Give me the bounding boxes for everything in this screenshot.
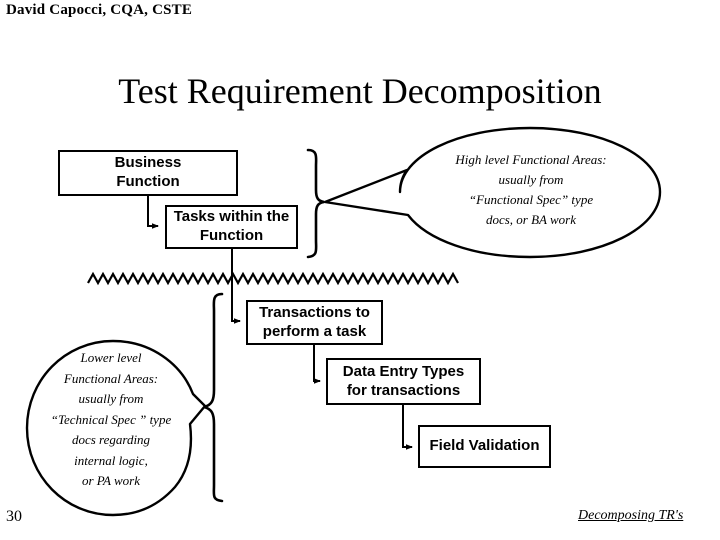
upper-group-brace xyxy=(306,148,325,259)
connector-transactions-to-data-entry xyxy=(313,345,321,384)
connector-tasks-to-transactions xyxy=(231,249,241,324)
callout-lower-level-functional-areas: Lower level Functional Areas: usually fr… xyxy=(50,350,172,489)
author-byline: David Capocci, CQA, CSTE xyxy=(6,2,193,18)
connector-data-entry-to-field-validation xyxy=(402,405,413,450)
page-number: 30 xyxy=(6,508,22,525)
zigzag-separator xyxy=(87,271,459,286)
box-tasks-within-function[interactable]: Tasks within the Function xyxy=(165,205,298,249)
page-title: Test Requirement Decomposition xyxy=(118,71,602,112)
callout-high-level-functional-areas: High level Functional Areas: usually fro… xyxy=(455,152,607,228)
box-transactions-to-perform-task[interactable]: Transactions to perform a task xyxy=(246,300,383,345)
lower-group-brace xyxy=(203,292,224,503)
box-business-function[interactable]: Business Function xyxy=(58,150,238,196)
box-data-entry-types[interactable]: Data Entry Types for transactions xyxy=(326,358,481,405)
connector-business-to-tasks xyxy=(147,196,159,229)
box-field-validation[interactable]: Field Validation xyxy=(418,425,551,468)
footer-note: Decomposing TR's xyxy=(578,508,684,523)
